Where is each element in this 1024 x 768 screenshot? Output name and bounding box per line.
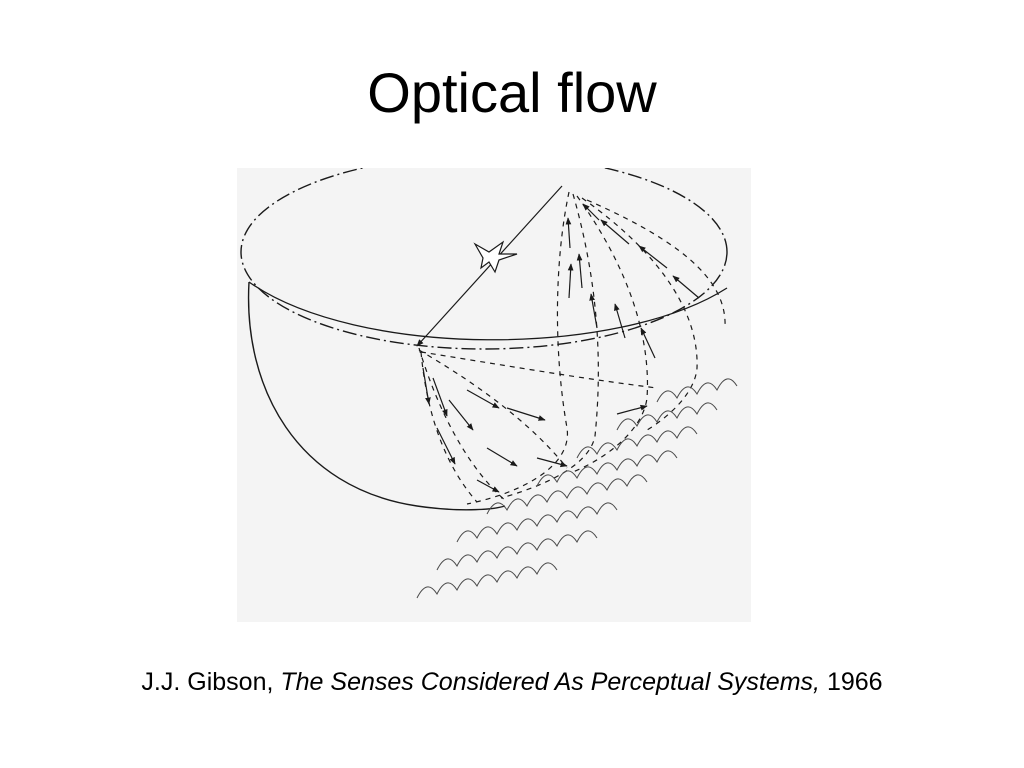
bird-icon bbox=[473, 240, 518, 274]
flight-path-line bbox=[416, 185, 563, 347]
caption-book-title: The Senses Considered As Perceptual Syst… bbox=[280, 668, 820, 696]
hemisphere-rim bbox=[240, 168, 728, 350]
optical-flow-hemisphere-illustration bbox=[237, 168, 751, 622]
caption-year: 1966 bbox=[826, 668, 883, 696]
slide-title: Optical flow bbox=[367, 61, 657, 124]
hemisphere-bowl bbox=[247, 281, 506, 511]
horizon-line bbox=[248, 281, 728, 341]
caption-author: J.J. Gibson, bbox=[141, 668, 274, 696]
flow-arrows-bottom bbox=[422, 367, 648, 493]
ground-texture bbox=[416, 378, 738, 599]
figure-caption: J.J. Gibson, The Senses Considered As Pe… bbox=[0, 666, 1024, 698]
figure-paper bbox=[237, 168, 751, 622]
flow-arrows-top bbox=[565, 203, 700, 359]
